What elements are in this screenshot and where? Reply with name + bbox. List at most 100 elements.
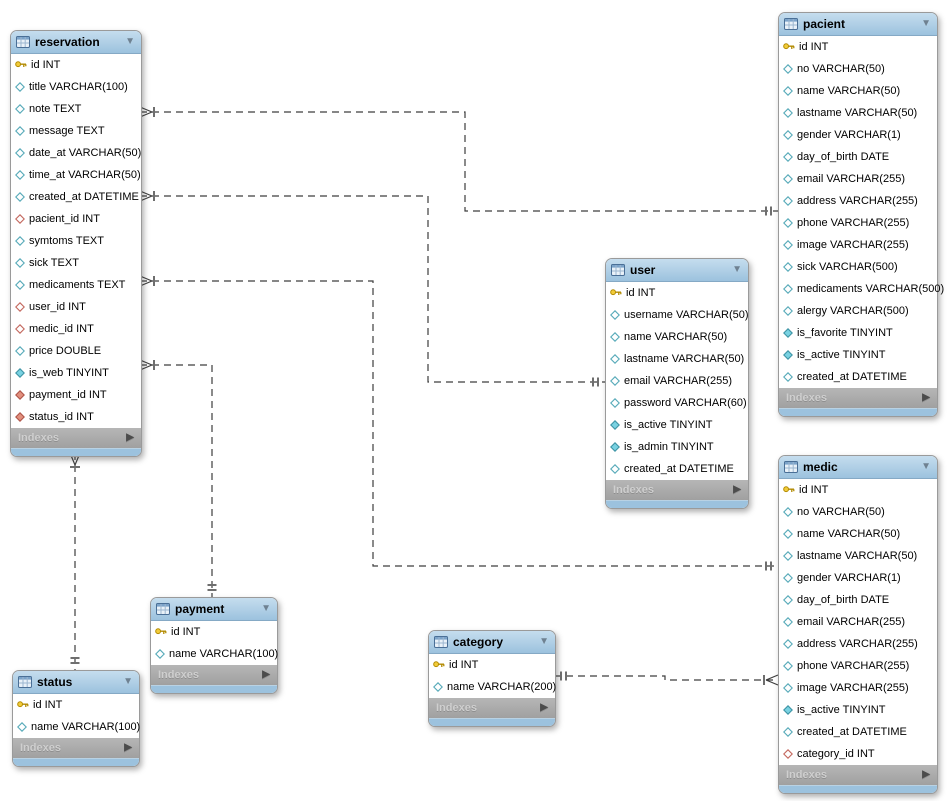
column-row[interactable]: user_id INT xyxy=(11,296,141,318)
column-row[interactable]: id INT xyxy=(151,621,277,643)
column-row[interactable]: phone VARCHAR(255) xyxy=(779,655,937,677)
collapse-caret-icon[interactable]: ▼ xyxy=(539,636,549,647)
relationship-reservation-pacient[interactable] xyxy=(139,106,778,216)
column-row[interactable]: no VARCHAR(50) xyxy=(779,58,937,80)
column-row[interactable]: note TEXT xyxy=(11,98,141,120)
expand-arrow-icon[interactable]: ▶ xyxy=(922,769,930,780)
column-row[interactable]: name VARCHAR(100) xyxy=(13,716,140,738)
column-row[interactable]: email VARCHAR(255) xyxy=(779,611,937,633)
collapse-caret-icon[interactable]: ▼ xyxy=(732,264,742,275)
table-header[interactable]: medic▼ xyxy=(779,456,937,479)
relationship-reservation-payment[interactable] xyxy=(139,359,217,597)
column-row[interactable]: price DOUBLE xyxy=(11,340,141,362)
column-row[interactable]: id INT xyxy=(779,36,937,58)
column-row[interactable]: gender VARCHAR(1) xyxy=(779,567,937,589)
column-row[interactable]: address VARCHAR(255) xyxy=(779,190,937,212)
indexes-section[interactable]: Indexes▶ xyxy=(429,698,555,718)
column-row[interactable]: image VARCHAR(255) xyxy=(779,234,937,256)
column-row[interactable]: created_at DATETIME xyxy=(606,458,748,480)
column-row[interactable]: gender VARCHAR(1) xyxy=(779,124,937,146)
relationship-reservation-medic[interactable] xyxy=(139,275,778,571)
column-row[interactable]: day_of_birth DATE xyxy=(779,589,937,611)
column-row[interactable]: created_at DATETIME xyxy=(779,721,937,743)
column-row[interactable]: image VARCHAR(255) xyxy=(779,677,937,699)
collapse-caret-icon[interactable]: ▼ xyxy=(261,603,271,614)
expand-arrow-icon[interactable]: ▶ xyxy=(733,484,741,495)
column-row[interactable]: category_id INT xyxy=(779,743,937,765)
column-row[interactable]: id INT xyxy=(429,654,555,676)
column-row[interactable]: no VARCHAR(50) xyxy=(779,501,937,523)
column-row[interactable]: date_at VARCHAR(50) xyxy=(11,142,141,164)
column-row[interactable]: email VARCHAR(255) xyxy=(779,168,937,190)
column-row[interactable]: is_active TINYINT xyxy=(606,414,748,436)
column-row[interactable]: day_of_birth DATE xyxy=(779,146,937,168)
column-row[interactable]: is_active TINYINT xyxy=(779,344,937,366)
column-row[interactable]: username VARCHAR(50) xyxy=(606,304,749,326)
collapse-caret-icon[interactable]: ▼ xyxy=(125,36,135,47)
column-row[interactable]: title VARCHAR(100) xyxy=(11,76,141,98)
column-row[interactable]: sick TEXT xyxy=(11,252,141,274)
column-row[interactable]: time_at VARCHAR(50) xyxy=(11,164,141,186)
column-row[interactable]: alergy VARCHAR(500) xyxy=(779,300,937,322)
column-row[interactable]: created_at DATETIME xyxy=(779,366,937,388)
column-row[interactable]: phone VARCHAR(255) xyxy=(779,212,937,234)
column-row[interactable]: symtoms TEXT xyxy=(11,230,141,252)
collapse-caret-icon[interactable]: ▼ xyxy=(123,676,133,687)
column-row[interactable]: lastname VARCHAR(50) xyxy=(779,102,937,124)
collapse-caret-icon[interactable]: ▼ xyxy=(921,461,931,472)
column-row[interactable]: medicaments VARCHAR(500) xyxy=(779,278,944,300)
relationship-category-medic[interactable] xyxy=(554,671,779,686)
expand-arrow-icon[interactable]: ▶ xyxy=(540,702,548,713)
table-header[interactable]: pacient▼ xyxy=(779,13,937,36)
relationship-reservation-status[interactable] xyxy=(69,452,81,670)
column-row[interactable]: name VARCHAR(50) xyxy=(606,326,748,348)
indexes-section[interactable]: Indexes▶ xyxy=(13,738,139,758)
column-row[interactable]: name VARCHAR(100) xyxy=(151,643,278,665)
column-row[interactable]: medic_id INT xyxy=(11,318,141,340)
table-header[interactable]: status▼ xyxy=(13,671,139,694)
column-row[interactable]: is_admin TINYINT xyxy=(606,436,748,458)
column-row[interactable]: status_id INT xyxy=(11,406,141,428)
table-header[interactable]: user▼ xyxy=(606,259,748,282)
column-row[interactable]: name VARCHAR(50) xyxy=(779,80,937,102)
column-row[interactable]: payment_id INT xyxy=(11,384,141,406)
column-row[interactable]: id INT xyxy=(779,479,937,501)
table-header[interactable]: reservation▼ xyxy=(11,31,141,54)
indexes-section[interactable]: Indexes▶ xyxy=(151,665,277,685)
expand-arrow-icon[interactable]: ▶ xyxy=(124,742,132,753)
column-row[interactable]: is_favorite TINYINT xyxy=(779,322,937,344)
column-row[interactable]: address VARCHAR(255) xyxy=(779,633,937,655)
column-row[interactable]: password VARCHAR(60) xyxy=(606,392,748,414)
column-row[interactable]: name VARCHAR(50) xyxy=(779,523,937,545)
column-row[interactable]: message TEXT xyxy=(11,120,141,142)
column-row[interactable]: created_at DATETIME xyxy=(11,186,141,208)
collapse-caret-icon[interactable]: ▼ xyxy=(921,18,931,29)
indexes-section[interactable]: Indexes▶ xyxy=(779,765,937,785)
expand-arrow-icon[interactable]: ▶ xyxy=(262,669,270,680)
column-row[interactable]: pacient_id INT xyxy=(11,208,141,230)
column-row[interactable]: id INT xyxy=(11,54,141,76)
column-row[interactable]: sick VARCHAR(500) xyxy=(779,256,937,278)
table-header[interactable]: payment▼ xyxy=(151,598,277,621)
column-row[interactable]: email VARCHAR(255) xyxy=(606,370,748,392)
column-row[interactable]: name VARCHAR(200) xyxy=(429,676,556,698)
column-row[interactable]: medicaments TEXT xyxy=(11,274,141,296)
column-row[interactable]: is_active TINYINT xyxy=(779,699,937,721)
table-header[interactable]: category▼ xyxy=(429,631,555,654)
column-row[interactable]: lastname VARCHAR(50) xyxy=(779,545,937,567)
expand-arrow-icon[interactable]: ▶ xyxy=(922,392,930,403)
indexes-section[interactable]: Indexes▶ xyxy=(11,428,141,448)
column-row[interactable]: id INT xyxy=(606,282,748,304)
indexes-section[interactable]: Indexes▶ xyxy=(779,388,937,408)
column-row[interactable]: id INT xyxy=(13,694,139,716)
column-row[interactable]: is_web TINYINT xyxy=(11,362,141,384)
column-row[interactable]: lastname VARCHAR(50) xyxy=(606,348,748,370)
